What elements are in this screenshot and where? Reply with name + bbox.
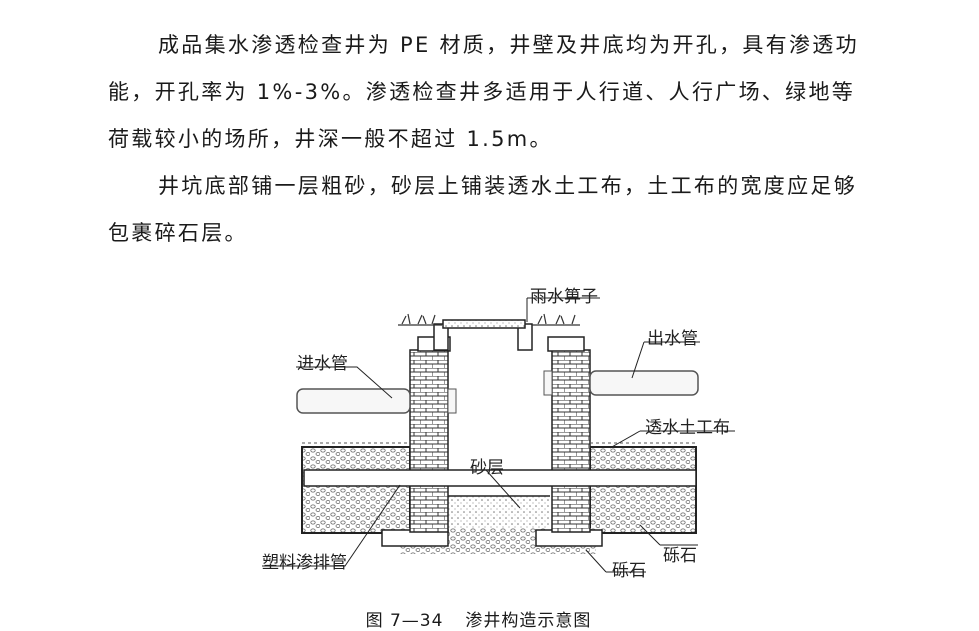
- caption-number: 图 7—34: [365, 611, 444, 631]
- inlet-pipe: [296, 388, 411, 414]
- caption-title: 渗井构造示意图: [465, 611, 592, 631]
- label-drain-pipe: 塑料渗排管: [262, 553, 347, 573]
- grass-right: [532, 313, 580, 326]
- label-outlet-pipe: 出水管: [647, 329, 698, 349]
- gravel-bed-left: [301, 446, 411, 534]
- brick-wall-right: [551, 349, 591, 533]
- figure-caption: 图 7—34 渗井构造示意图: [0, 606, 979, 631]
- rain-grate: [442, 319, 526, 329]
- gravel-bed-right: [589, 446, 697, 534]
- label-sand-layer: 砂层: [470, 458, 504, 478]
- brick-wall-left: [409, 349, 449, 533]
- label-gravel-right: 砾石: [663, 546, 697, 566]
- paragraph-1: 成品集水渗透检查井为 PE 材质，井壁及井底均为开孔，具有渗透功能，开孔率为 1…: [108, 33, 859, 151]
- cap-right: [547, 336, 585, 352]
- paragraph-2: 井坑底部铺一层粗砂，砂层上铺装透水土工布，土工布的宽度应足够包裹碎石层。: [108, 174, 857, 245]
- label-geotextile: 透水土工布: [645, 418, 730, 438]
- grass-left: [398, 313, 442, 326]
- outlet-pipe: [589, 370, 699, 396]
- label-inlet-pipe: 进水管: [297, 354, 348, 374]
- label-grate: 雨水箅子: [530, 287, 598, 307]
- sand-layer: [448, 496, 550, 533]
- label-gravel-bottom: 砾石: [612, 561, 646, 581]
